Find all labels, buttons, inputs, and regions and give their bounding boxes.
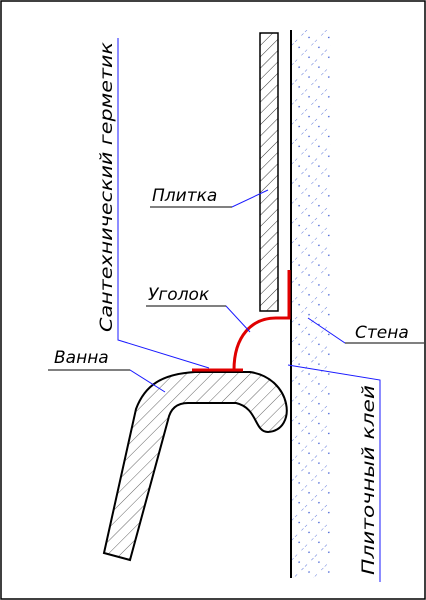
wall-label: Стена (355, 323, 409, 343)
corner-profile (192, 270, 291, 372)
tile-label: Плитка (152, 186, 217, 206)
corner-leader (146, 305, 251, 333)
bath-label: Ванна (54, 348, 109, 368)
sealant-leader (117, 38, 210, 369)
bathtub (102, 371, 288, 562)
corner-label: Уголок (148, 285, 210, 305)
tile (259, 32, 279, 312)
adhesive-leader (287, 364, 381, 582)
wall (290, 30, 331, 578)
label-underlines (48, 206, 424, 371)
sealant-label: Сантехнический герметик (97, 41, 117, 332)
adhesive-label: Плиточный клей (359, 385, 379, 575)
